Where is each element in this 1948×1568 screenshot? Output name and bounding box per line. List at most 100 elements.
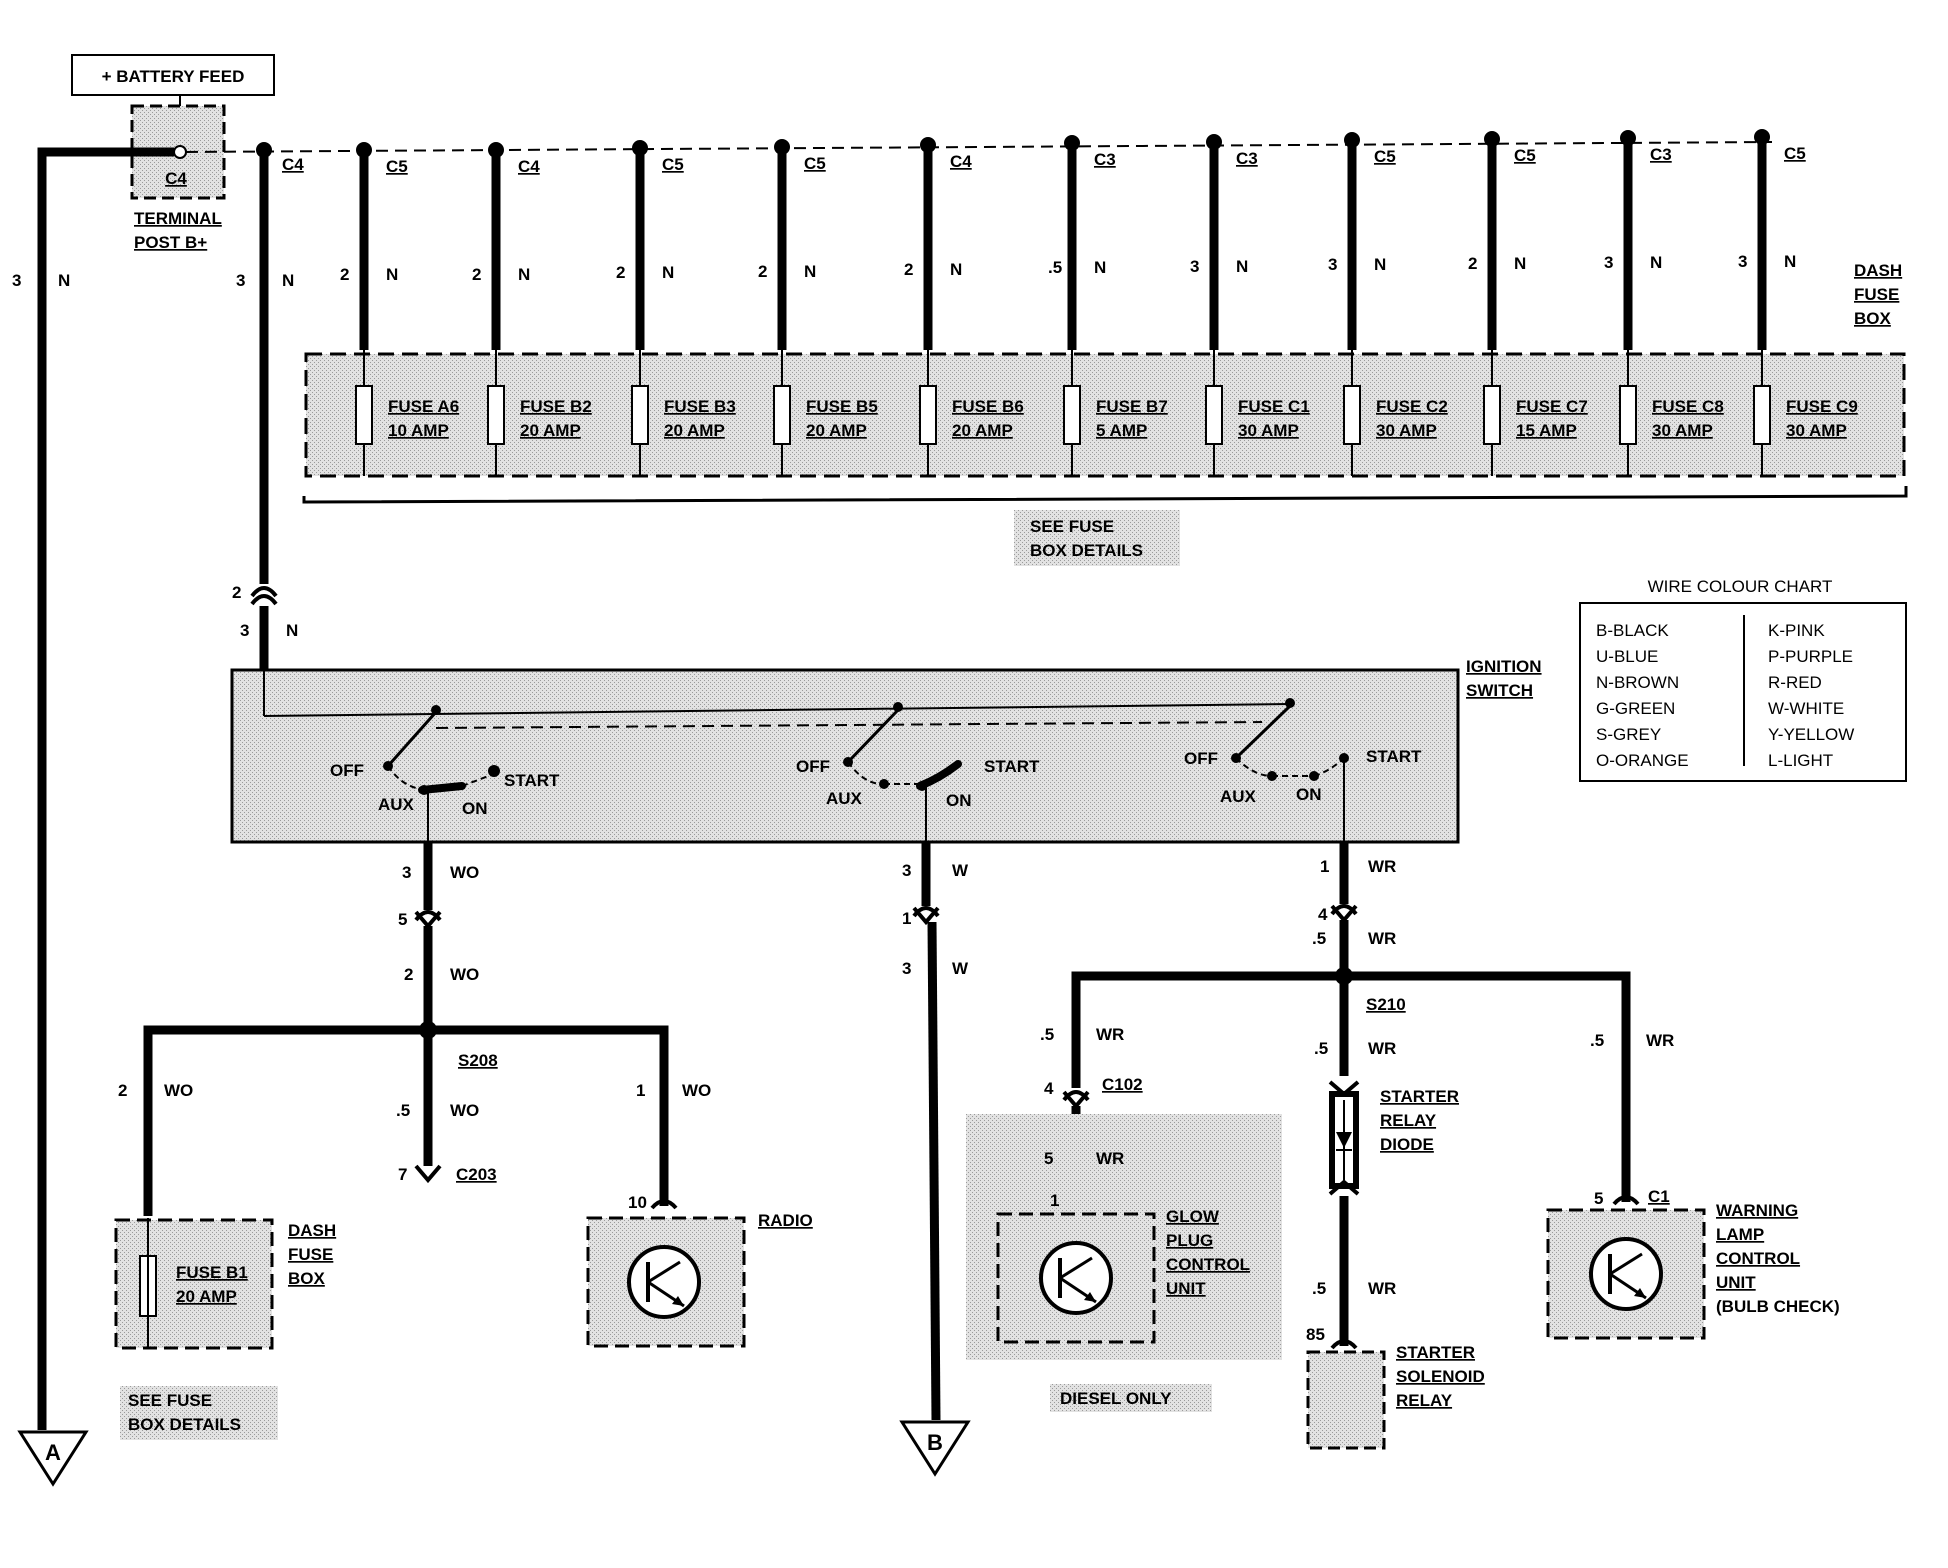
fuse-wire-color: N: [662, 263, 674, 282]
chart-entry: L-LIGHT: [1768, 751, 1833, 770]
glow-plug-4: UNIT: [1166, 1279, 1206, 1298]
fuse-wire-color: N: [1514, 254, 1526, 273]
sw3-off: OFF: [1184, 749, 1218, 768]
chart-entry: G-GREEN: [1596, 699, 1675, 718]
chart-entry: Y-YELLOW: [1768, 725, 1854, 744]
fuse-connector: C4: [950, 152, 972, 171]
fuse-wire-color: N: [1236, 257, 1248, 276]
wo-right-color: WO: [682, 1081, 711, 1100]
fusebox-see-details-2: BOX DETAILS: [1030, 541, 1143, 560]
fuse-name: FUSE C7: [1516, 397, 1588, 416]
sw2-aux: AUX: [826, 789, 863, 808]
fuse-wire-size: 2: [1468, 254, 1477, 273]
fuse-wire-color: N: [1094, 258, 1106, 277]
warning-lamp-4: UNIT: [1716, 1273, 1756, 1292]
diode-1: STARTER: [1380, 1087, 1459, 1106]
fusebox-see-details-1: SEE FUSE: [1030, 517, 1114, 536]
fuse-wire-color: N: [804, 262, 816, 281]
wo-w1-color: WO: [450, 863, 479, 882]
terminal-post: C4 TERMINAL POST B+: [130, 104, 226, 252]
wo-w2-size: 2: [404, 965, 413, 984]
wr-left-pin2: 5: [1044, 1149, 1053, 1168]
w-w2-color: W: [952, 959, 969, 978]
fusebox-title-2: FUSE: [1854, 285, 1899, 304]
wr-w1-color: WR: [1368, 857, 1396, 876]
fuse-wire-size: 3: [1604, 253, 1613, 272]
sw1-start: START: [504, 771, 560, 790]
circuit-wr: 1 WR 4 .5 WR S210 .5 WR 4 C102 5 WR 1 GL…: [966, 842, 1840, 1450]
wr-left-color: WR: [1096, 1025, 1124, 1044]
ignition-in-pin: 2: [232, 583, 241, 602]
chart-right-column: K-PINKP-PURPLER-REDW-WHITEY-YELLOWL-LIGH…: [1768, 621, 1854, 770]
solenoid-3: RELAY: [1396, 1391, 1453, 1410]
wr-lower-color: WR: [1368, 1279, 1396, 1298]
glow-plug-1: GLOW: [1166, 1207, 1220, 1226]
fuse-rating: 20 AMP: [952, 421, 1013, 440]
wr-w2-color: WR: [1368, 929, 1396, 948]
chart-entry: N-BROWN: [1596, 673, 1679, 692]
fuse-b1-name: FUSE B1: [176, 1263, 248, 1282]
wo-dash-fuse-2: FUSE: [288, 1245, 333, 1264]
fuse-rating: 30 AMP: [1786, 421, 1847, 440]
wire-a-color: N: [58, 271, 70, 290]
wr-left-pin: 4: [1044, 1079, 1054, 1098]
w-w1-size: 3: [902, 861, 911, 880]
ignition-switch-title-1: IGNITION: [1466, 657, 1542, 676]
fuse-wire-color: N: [386, 265, 398, 284]
fuse-connector: C4: [518, 157, 540, 176]
fuse-rating: 15 AMP: [1516, 421, 1577, 440]
chart-title: WIRE COLOUR CHART: [1648, 577, 1833, 596]
dash-fuse-box: [304, 352, 1906, 478]
fuse-rating: 10 AMP: [388, 421, 449, 440]
wo-see-details-2: BOX DETAILS: [128, 1415, 241, 1434]
fusebox-title-3: BOX: [1854, 309, 1892, 328]
wo-right-size: 1: [636, 1081, 645, 1100]
wr-mid-size: .5: [1314, 1039, 1328, 1058]
fuse-wire-size: 3: [1328, 255, 1337, 274]
fuse-connector: C3: [1650, 145, 1672, 164]
sw3-on: ON: [1296, 785, 1322, 804]
fuse-name: FUSE C9: [1786, 397, 1858, 416]
fuse-name: FUSE C1: [1238, 397, 1310, 416]
fuse-wire-size: 2: [616, 263, 625, 282]
fuse-rating: 20 AMP: [664, 421, 725, 440]
ground-a-label: A: [45, 1440, 61, 1465]
fuse-connector: C5: [1514, 146, 1536, 165]
chart-entry: S-GREY: [1596, 725, 1661, 744]
diesel-only: DIESEL ONLY: [1060, 1389, 1172, 1408]
wire-colour-chart: WIRE COLOUR CHART B-BLACKU-BLUEN-BROWNG-…: [1579, 577, 1907, 782]
ignition-in-color: N: [286, 621, 298, 640]
battery-feed-box: + BATTERY FEED: [71, 54, 275, 96]
wire-b-size: 3: [236, 271, 245, 290]
sw1-aux: AUX: [378, 795, 415, 814]
warning-lamp-2: LAMP: [1716, 1225, 1764, 1244]
fuse-connector: C3: [1094, 150, 1116, 169]
radio-label: RADIO: [758, 1211, 813, 1230]
fuse-wire-size: .5: [1048, 258, 1062, 277]
chart-entry: P-PURPLE: [1768, 647, 1853, 666]
fuse-wire-color: N: [950, 260, 962, 279]
wr-pin-top: 4: [1318, 905, 1328, 924]
fuse-connector: C5: [804, 154, 826, 173]
circuit-w: 3 W 1 3 W: [902, 842, 969, 1421]
wr-left-size: .5: [1040, 1025, 1054, 1044]
ignition-feed-connector: 2 3 N: [232, 583, 298, 640]
diode-2: RELAY: [1380, 1111, 1437, 1130]
wr-right-connector: C1: [1648, 1187, 1670, 1206]
wo-mid-pin: 7: [398, 1165, 407, 1184]
terminal-label-2: POST B+: [134, 233, 207, 252]
ignition-switch: IGNITION SWITCH OFF AUX ON START OFF AUX…: [230, 657, 1542, 844]
fuse-name: FUSE C2: [1376, 397, 1448, 416]
diode-3: DIODE: [1380, 1135, 1434, 1154]
wo-splice: S208: [458, 1051, 498, 1070]
wr-right-pin: 5: [1594, 1189, 1603, 1208]
wr-w1-size: 1: [1320, 857, 1329, 876]
fuse-wire-color: N: [1374, 255, 1386, 274]
wr-splice: S210: [1366, 995, 1406, 1014]
sw2-start: START: [984, 757, 1040, 776]
